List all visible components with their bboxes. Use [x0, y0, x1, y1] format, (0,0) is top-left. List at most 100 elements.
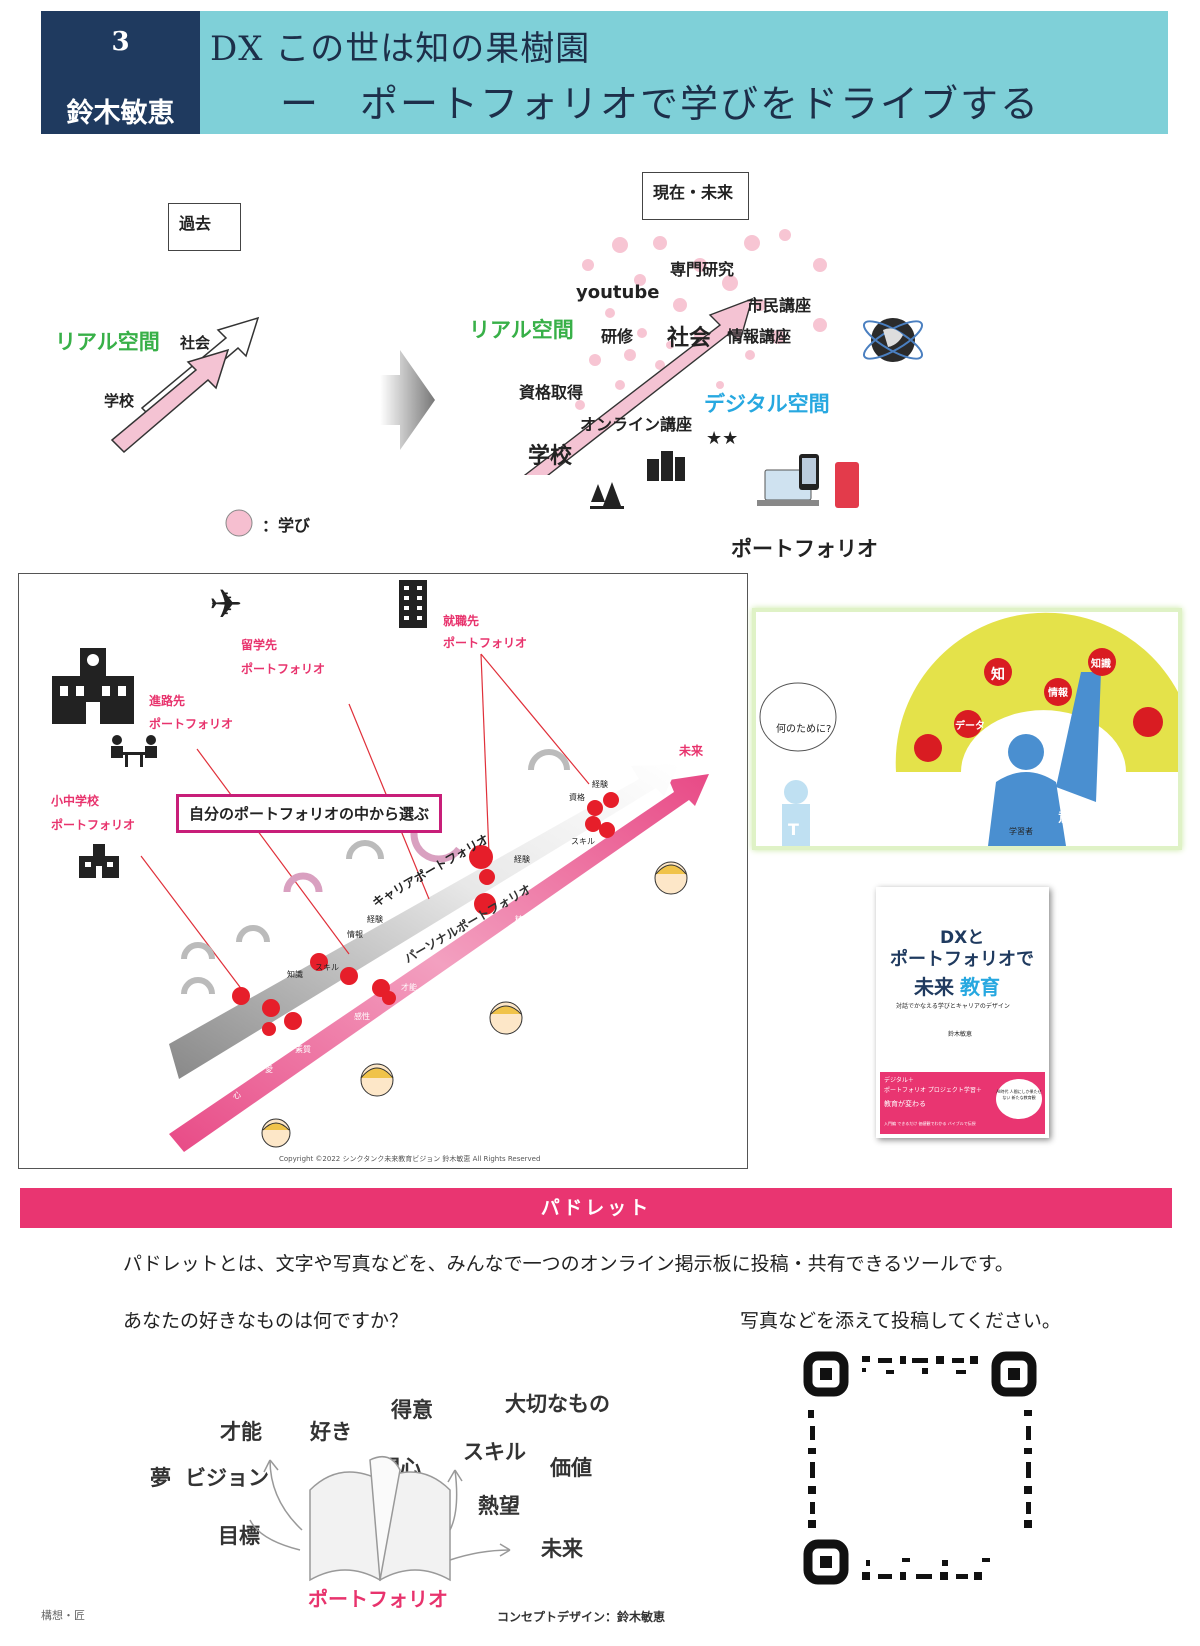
face-adult-icon	[654, 861, 688, 895]
present-portfolio: ポートフォリオ	[731, 537, 878, 561]
present-specialized-research: 専門研究	[670, 260, 735, 279]
padlet-question: あなたの好きなものは何ですか？	[123, 1310, 409, 1332]
career-path-pf-label: ポートフォリオ	[149, 717, 234, 731]
word-future: 未来	[541, 1537, 583, 1561]
orchard-question: 何のために?	[776, 724, 832, 735]
section-number: 3	[111, 27, 130, 57]
present-citizen-course: 市民講座	[747, 296, 812, 315]
present-youtube: youtube	[576, 282, 660, 303]
job-label: 就職先	[443, 614, 480, 628]
word-value: 価値	[550, 1456, 592, 1480]
tag-experience: 経験	[592, 780, 608, 789]
header-author-block: 3 鈴木敏恵	[41, 11, 200, 134]
tag-skill-2: スキル	[315, 963, 339, 972]
book-author: 鈴木敏恵	[948, 1031, 973, 1038]
page-title: DX この世は知の果樹園	[210, 29, 591, 69]
learning-dot-icon	[225, 509, 253, 537]
tag-heart: 心	[233, 1091, 241, 1100]
tag-qualification: 資格	[569, 793, 585, 802]
tag-knowledge: 知識	[287, 970, 303, 979]
tag-love: 愛	[265, 1065, 273, 1074]
footer-concept: コンセプトデザイン：鈴木敏恵	[497, 1610, 666, 1624]
book-cover: DXと ポートフォリオで 未来 教育 対話でかなえる学びとキャリアのデザイン 鈴…	[876, 887, 1049, 1138]
padlet-banner: パドレット	[20, 1188, 1172, 1228]
building-icon	[647, 451, 685, 481]
present-arrow	[523, 297, 754, 475]
book-subtitle: 対話でかなえる学びとキャリアのデザイン	[896, 1003, 1010, 1010]
tag-sensitivity: 感性	[354, 1012, 370, 1021]
book-band-2: ポートフォリオ プロジェクト学習＋	[884, 1087, 982, 1094]
tag-info: 情報	[347, 930, 363, 939]
devices-icon	[757, 454, 859, 508]
apple-label-4: 知識	[1091, 659, 1111, 670]
school-elem-label: 小中学校	[51, 794, 100, 808]
school-icon	[79, 844, 119, 878]
padlet-instruction: 写真などを添えて投稿してください。	[740, 1310, 1061, 1332]
present-real-space: リアル空間	[469, 318, 574, 342]
transition-arrow-icon	[380, 350, 435, 450]
book-band-4: 入門編 できるだけ 価値観でわかる バイブルで伝授	[884, 1121, 976, 1126]
word-like: 好き	[310, 1420, 352, 1444]
book-band-1: デジタル＋	[884, 1077, 914, 1084]
office-building-icon	[399, 580, 427, 628]
tag-spirit: 精神	[515, 915, 531, 924]
book-band-3: 教育が変わる	[884, 1100, 926, 1108]
orchard-panel: 何のために? T 知 情報 データ 知識 意志 学習者	[752, 608, 1182, 850]
tag-experience-2: 経験	[514, 855, 530, 864]
face-teen-icon	[489, 1001, 523, 1035]
school-elem-pf-label: ポートフォリオ	[51, 818, 136, 832]
airplane-icon: ✈	[209, 582, 243, 628]
tag-skill: スキル	[571, 837, 595, 846]
word-goal: 目標	[218, 1524, 260, 1548]
author-name: 鈴木敏恵	[66, 98, 175, 129]
apple-label-3: データ	[955, 721, 985, 732]
word-vision: ビジョン	[185, 1466, 269, 1490]
footer-left: 構想・匠	[41, 1609, 85, 1622]
past-society: 社会	[180, 334, 211, 352]
word-talent: 才能	[220, 1420, 262, 1444]
word-dream: 夢	[150, 1466, 171, 1490]
future-label: 未来	[679, 744, 704, 758]
book-badge: AI時代 人間にしか果たせない 新たな教育観	[996, 1079, 1042, 1119]
desk-meeting-icon	[111, 735, 157, 767]
present-school: 学校	[528, 444, 573, 469]
globe-icon	[862, 318, 924, 362]
word-hope: 熱望	[478, 1494, 520, 1518]
learner-label: 学習者	[1009, 827, 1033, 836]
orchard-graphics	[759, 612, 1178, 846]
present-digital-space: デジタル空間	[704, 392, 830, 416]
book-title-portfolio: ポートフォリオで	[890, 949, 1034, 970]
past-label: 過去	[168, 203, 241, 251]
learning-dots-cloud	[575, 229, 827, 410]
face-baby-icon	[261, 1118, 291, 1148]
portfolio-diagram: ✈ 留学先 ポートフォリオ 就職先 ポートフォリオ 進路先 ポートフォリオ 小中…	[18, 573, 748, 1169]
university-icon	[52, 648, 134, 724]
abroad-pf-label: ポートフォリオ	[241, 662, 326, 676]
qr-code[interactable]	[802, 1350, 1038, 1586]
tag-quality: 素質	[295, 1045, 311, 1054]
tag-intellect: 知性	[563, 887, 579, 896]
will-label: 意志	[1058, 811, 1085, 826]
word-important: 大切なもの	[505, 1392, 610, 1416]
career-path-label: 進路先	[149, 694, 186, 708]
present-info-course: 情報講座	[727, 327, 792, 346]
apple-label-1: 知	[991, 667, 1005, 683]
past-school: 学校	[104, 392, 135, 410]
past-arrows	[110, 316, 260, 454]
open-book-icon	[249, 1455, 511, 1582]
choose-box: 自分のポートフォリオの中から選ぶ	[176, 794, 443, 833]
word-good-at: 得意	[391, 1398, 433, 1422]
present-society: 社会	[667, 326, 712, 351]
padlet-description: パドレットとは、文字や写真などを、みんなで一つのオンライン掲示板に投稿・共有でき…	[123, 1253, 1014, 1275]
present-qualification: 資格取得	[519, 383, 584, 402]
past-real-space: リアル空間	[55, 330, 160, 354]
teacher-label: T	[788, 820, 799, 839]
apple-label-2: 情報	[1048, 688, 1068, 699]
job-pf-label: ポートフォリオ	[443, 636, 528, 650]
present-training: 研修	[601, 327, 634, 346]
book-title-education: 教育	[960, 975, 1000, 999]
diagram-graphics	[140, 653, 709, 1152]
tag-experience-3: 経験	[367, 915, 383, 924]
diagram-copyright: Copyright ©2022 シンクタンク未来教育ビジョン 鈴木敏恵 All …	[279, 1155, 541, 1163]
present-label: 現在・未来	[642, 172, 749, 220]
